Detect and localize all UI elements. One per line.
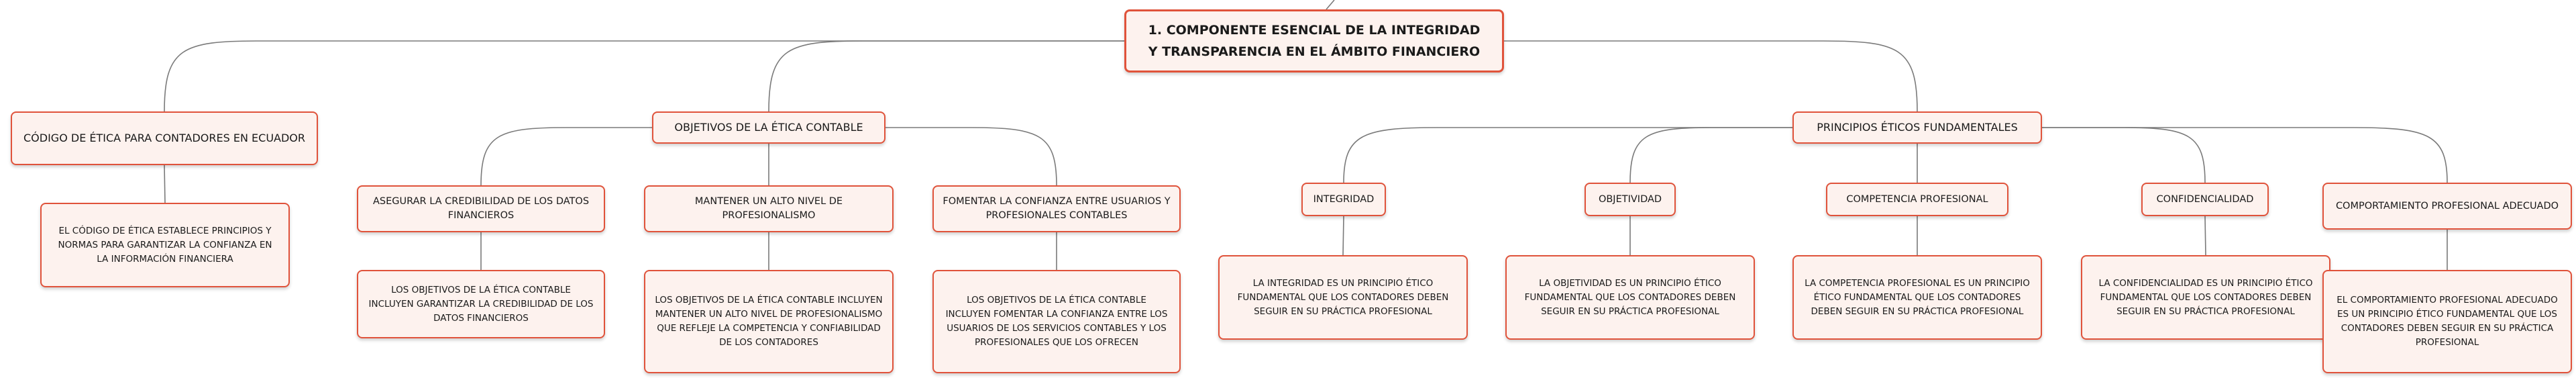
child-node-label: COMPETENCIA PROFESIONAL [1846, 193, 1988, 205]
connector-b1-c2 [885, 127, 1057, 186]
child-node-label: INTEGRIDAD [1313, 193, 1375, 205]
child-node-label: ASEGURAR LA CREDIBILIDAD DE LOS DATOS FI… [372, 196, 590, 221]
detail-node-comportamiento[interactable]: EL COMPORTAMIENTO PROFESIONAL ADECUADO E… [2322, 270, 2572, 373]
root-node-text: 1. COMPONENTE ESENCIAL DE LA INTEGRIDAD … [1148, 23, 1481, 59]
connector-root-b1 [768, 40, 1124, 112]
detail-node-fomentar-confianza[interactable]: LOS OBJETIVOS DE LA ÉTICA CONTABLE INCLU… [932, 270, 1181, 373]
branch-node-principios[interactable]: PRINCIPIOS ÉTICOS FUNDAMENTALES [1792, 111, 2042, 144]
branch-node-codigo-etica[interactable]: CÓDIGO DE ÉTICA PARA CONTADORES EN ECUAD… [11, 111, 318, 165]
connector-root-top [1326, 0, 1335, 10]
child-node-integridad[interactable]: INTEGRIDAD [1301, 183, 1386, 216]
child-node-fomentar-confianza[interactable]: FOMENTAR LA CONFIANZA ENTRE USUARIOS Y P… [932, 185, 1181, 232]
branch-node-label: OBJETIVOS DE LA ÉTICA CONTABLE [674, 121, 863, 134]
detail-node-confidencialidad[interactable]: LA CONFIDENCIALIDAD ES UN PRINCIPIO ÉTIC… [2081, 255, 2330, 340]
branch-node-label: CÓDIGO DE ÉTICA PARA CONTADORES EN ECUAD… [23, 132, 305, 144]
child-node-mantener-profesionalismo[interactable]: MANTENER UN ALTO NIVEL DE PROFESIONALISM… [644, 185, 894, 232]
child-node-comportamiento[interactable]: COMPORTAMIENTO PROFESIONAL ADECUADO [2322, 183, 2572, 230]
detail-node-text: EL CÓDIGO DE ÉTICA ESTABLECE PRINCIPIOS … [58, 225, 272, 265]
connector-b2-c4 [2042, 127, 2448, 183]
detail-node-asegurar-credibilidad[interactable]: LOS OBJETIVOS DE LA ÉTICA CONTABLE INCLU… [357, 270, 605, 338]
detail-node-text: EL COMPORTAMIENTO PROFESIONAL ADECUADO E… [2337, 295, 2558, 348]
detail-node-text: LA OBJETIVIDAD ES UN PRINCIPIO ÉTICO FUN… [1524, 277, 1736, 317]
child-node-asegurar-credibilidad[interactable]: ASEGURAR LA CREDIBILIDAD DE LOS DATOS FI… [357, 185, 605, 232]
child-node-label: CONFIDENCIALIDAD [2156, 193, 2254, 205]
child-node-confidencialidad[interactable]: CONFIDENCIALIDAD [2141, 183, 2269, 216]
detail-node-text: LA INTEGRIDAD ES UN PRINCIPIO ÉTICO FUND… [1237, 277, 1449, 317]
detail-node-integridad[interactable]: LA INTEGRIDAD ES UN PRINCIPIO ÉTICO FUND… [1218, 255, 1468, 340]
detail-node-codigo-etica[interactable]: EL CÓDIGO DE ÉTICA ESTABLECE PRINCIPIOS … [40, 203, 290, 287]
detail-node-text: LA CONFIDENCIALIDAD ES UN PRINCIPIO ÉTIC… [2098, 277, 2313, 317]
connector-b2-c3 [2042, 127, 2206, 183]
detail-node-objetividad[interactable]: LA OBJETIVIDAD ES UN PRINCIPIO ÉTICO FUN… [1505, 255, 1755, 340]
child-node-label: MANTENER UN ALTO NIVEL DE PROFESIONALISM… [694, 196, 843, 221]
root-node[interactable]: 1. COMPONENTE ESENCIAL DE LA INTEGRIDAD … [1124, 9, 1504, 73]
connector-b2-c1 [1629, 127, 1792, 183]
branch-node-objetivos[interactable]: OBJETIVOS DE LA ÉTICA CONTABLE [652, 111, 885, 144]
connector-root-b2 [1504, 40, 1918, 112]
connector-b2-c0 [1343, 127, 1792, 183]
connector-root-b0 [164, 40, 1124, 112]
detail-node-competencia[interactable]: LA COMPETENCIA PROFESIONAL ES UN PRINCIP… [1792, 255, 2042, 340]
detail-node-text: LA COMPETENCIA PROFESIONAL ES UN PRINCIP… [1805, 277, 2030, 317]
connector-b2-c3-detail [2204, 216, 2206, 256]
child-node-objetividad[interactable]: OBJETIVIDAD [1585, 183, 1676, 216]
connector-b1-c0 [480, 127, 652, 186]
child-node-label: OBJETIVIDAD [1598, 193, 1662, 205]
child-node-competencia[interactable]: COMPETENCIA PROFESIONAL [1826, 183, 2008, 216]
branch-node-label: PRINCIPIOS ÉTICOS FUNDAMENTALES [1817, 121, 2018, 134]
connector-b2-c0-detail [1342, 216, 1344, 256]
connector-b0-detail [164, 164, 166, 203]
child-node-label: COMPORTAMIENTO PROFESIONAL ADECUADO [2335, 200, 2559, 211]
detail-node-mantener-profesionalismo[interactable]: LOS OBJETIVOS DE LA ÉTICA CONTABLE INCLU… [644, 270, 894, 373]
detail-node-text: LOS OBJETIVOS DE LA ÉTICA CONTABLE INCLU… [655, 295, 883, 348]
child-node-label: FOMENTAR LA CONFIANZA ENTRE USUARIOS Y P… [943, 196, 1171, 221]
detail-node-text: LOS OBJETIVOS DE LA ÉTICA CONTABLE INCLU… [368, 284, 594, 324]
detail-node-text: LOS OBJETIVOS DE LA ÉTICA CONTABLE INCLU… [945, 295, 1168, 348]
